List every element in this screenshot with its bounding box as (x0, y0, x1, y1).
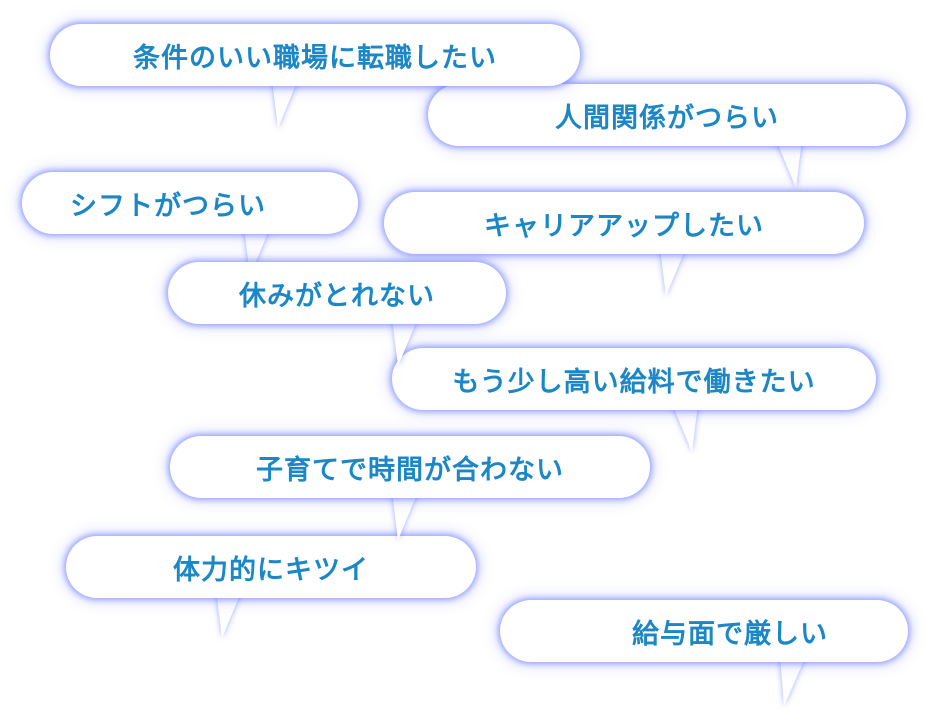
bubble-tail-8 (216, 590, 242, 638)
bubble-tail-4 (660, 248, 686, 296)
bubble-text-3: シフトがつらい (70, 190, 266, 222)
speech-bubble-2: 人間関係がつらい (428, 84, 906, 146)
speech-bubble-8: 体力的にキツイ (66, 536, 476, 598)
bubble-text-6: もう少し高い給料で働きたい (452, 366, 816, 398)
bubble-tail-1 (272, 80, 298, 128)
bubble-tail-5 (392, 318, 418, 366)
speech-bubble-7: 子育てで時間が合わない (170, 436, 650, 498)
bubble-tail-7 (392, 492, 418, 540)
bubble-text-5: 休みがとれない (239, 280, 435, 312)
speech-bubble-3: シフトがつらい (22, 172, 358, 234)
bubble-tail-2 (776, 140, 802, 188)
speech-bubble-6: もう少し高い給料で働きたい (392, 348, 876, 410)
speech-bubble-5: 休みがとれない (168, 262, 506, 324)
bubble-text-1: 条件のいい職場に転職したい (133, 42, 497, 74)
bubble-text-8: 体力的にキツイ (173, 554, 369, 586)
bubble-text-9: 給与面で厳しい (632, 618, 828, 650)
bubble-text-7: 子育てで時間が合わない (256, 454, 564, 486)
speech-bubble-1: 条件のいい職場に転職したい (50, 24, 580, 86)
bubble-tail-6 (672, 404, 698, 452)
bubble-tail-9 (780, 656, 806, 706)
bubble-text-4: キャリアアップしたい (484, 210, 764, 242)
bubble-text-2: 人間関係がつらい (555, 102, 779, 134)
speech-bubble-9: 給与面で厳しい (500, 600, 908, 662)
speech-bubble-4: キャリアアップしたい (384, 192, 864, 254)
